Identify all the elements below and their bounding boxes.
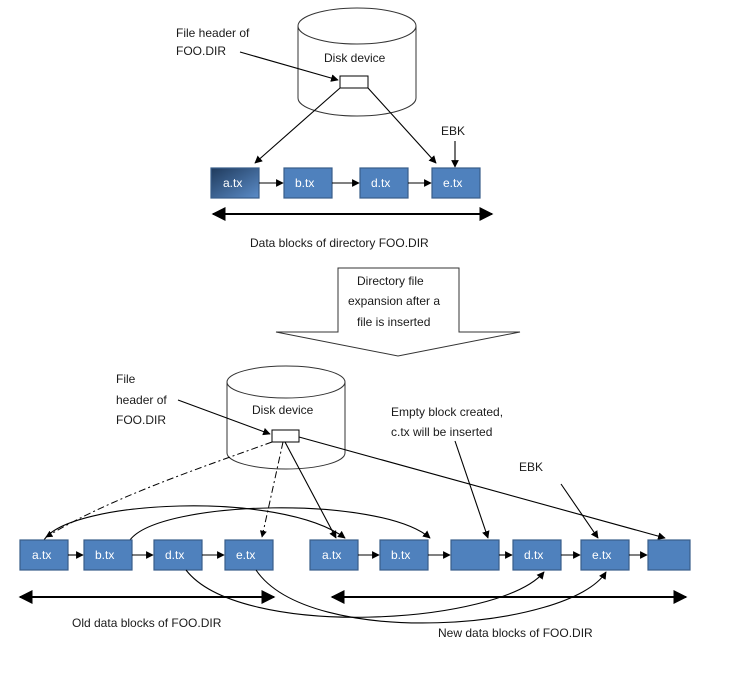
new-block-d — [512, 539, 562, 571]
bottom-header-label-line2: header of — [116, 393, 167, 407]
new-block-e-label: e.tx — [592, 548, 611, 562]
top-ebk-label: EBK — [441, 124, 465, 138]
top-block-e — [431, 167, 481, 199]
old-range-caption: Old data blocks of FOO.DIR — [72, 616, 222, 630]
transition-caption-line2: expansion after a — [348, 294, 440, 308]
bottom-empty-label-line1: Empty block created, — [391, 405, 503, 419]
new-block-empty — [450, 539, 500, 571]
new-block-a-label: a.tx — [322, 548, 341, 562]
old-block-d-label: d.tx — [165, 548, 184, 562]
top-file-header-box — [339, 75, 369, 89]
new-block-a — [309, 539, 359, 571]
top-disk-cylinder — [297, 7, 417, 117]
new-block-b — [379, 539, 429, 571]
bottom-old-arc-d-to-new-d — [185, 569, 545, 618]
bottom-old-pointer-to-e — [259, 441, 284, 538]
old-block-e — [224, 539, 274, 571]
bottom-old-arc-b-to-new-b — [129, 507, 431, 541]
transition-caption-line3: file is inserted — [357, 315, 430, 329]
bottom-empty-pointer-arrow — [454, 440, 490, 539]
bottom-new-pointer-to-a — [284, 441, 337, 539]
bottom-ebk-arrow — [560, 483, 599, 539]
old-block-b-label: b.tx — [95, 548, 114, 562]
top-header-pointer-arrow — [239, 51, 339, 82]
bottom-header-label-line3: FOO.DIR — [116, 413, 166, 427]
top-header-label-line2: FOO.DIR — [176, 44, 226, 58]
top-block-d-label: d.tx — [371, 176, 390, 190]
bottom-section: File header of FOO.DIR Disk device Empty… — [18, 365, 691, 640]
bottom-header-pointer-arrow — [177, 399, 271, 436]
old-block-e-label: e.tx — [236, 548, 255, 562]
bottom-disk-label: Disk device — [252, 403, 314, 417]
top-header-label-line1: File header of — [176, 26, 250, 40]
top-block-b-label: b.tx — [295, 176, 314, 190]
top-section: File header of FOO.DIR Disk device EBK a… — [176, 7, 494, 250]
new-block-b-label: b.tx — [391, 548, 410, 562]
bottom-old-arc-a-to-new-a — [43, 505, 346, 541]
top-block-a — [210, 167, 260, 199]
top-header-to-e-arrow — [367, 87, 437, 164]
top-block-e-label: e.tx — [443, 176, 462, 190]
old-block-a-label: a.tx — [32, 548, 51, 562]
new-block-last-empty — [647, 539, 691, 571]
bottom-header-label-line1: File — [116, 372, 136, 386]
bottom-new-pointer-to-last — [298, 436, 666, 540]
top-block-d — [359, 167, 409, 199]
transition-caption-line1: Directory file — [357, 274, 424, 288]
new-block-d-label: d.tx — [524, 548, 543, 562]
top-disk-label: Disk device — [324, 51, 386, 65]
bottom-file-header-box — [271, 429, 300, 443]
bottom-empty-label-line2: c.tx will be inserted — [391, 425, 492, 439]
transition-arrow: Directory file expansion after a file is… — [275, 267, 521, 357]
new-range-caption: New data blocks of FOO.DIR — [438, 626, 593, 640]
top-header-to-a-arrow — [254, 87, 341, 164]
top-range-caption: Data blocks of directory FOO.DIR — [250, 236, 429, 250]
bottom-disk-cylinder — [226, 365, 346, 470]
top-block-a-label: a.tx — [223, 176, 242, 190]
bottom-ebk-label: EBK — [519, 460, 543, 474]
old-block-d — [153, 539, 203, 571]
